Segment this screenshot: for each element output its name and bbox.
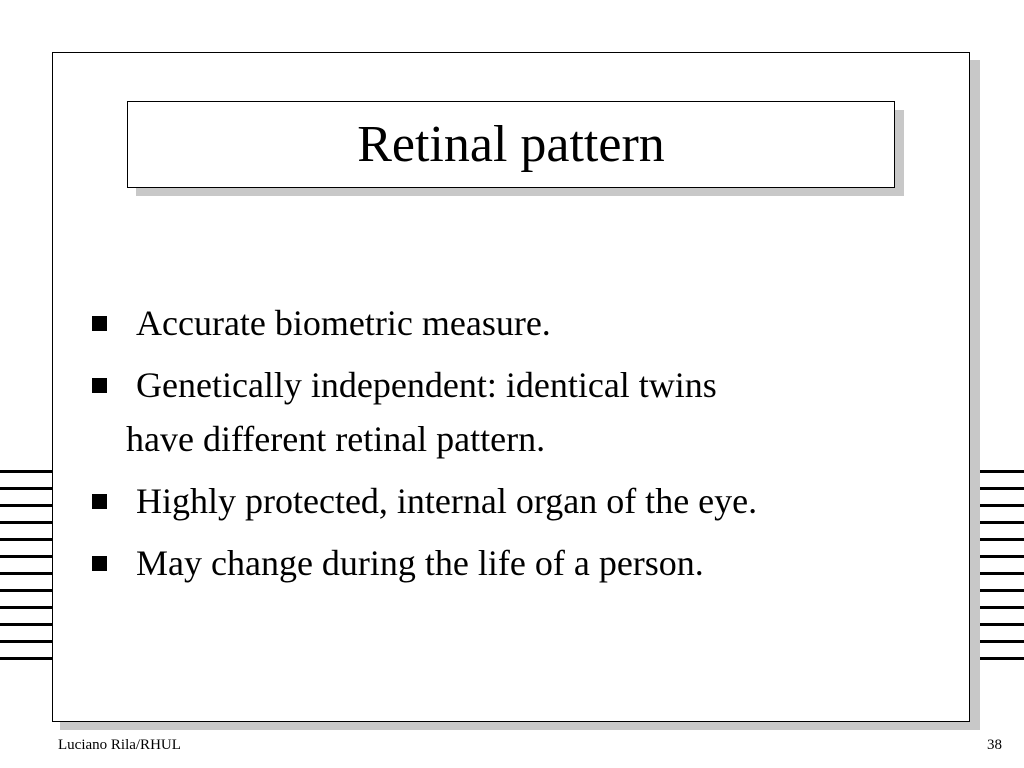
bullet-item: Genetically independent: identical twins…: [88, 358, 938, 466]
bullet-text-continuation: have different retinal pattern.: [126, 419, 546, 459]
bullet-text: Accurate biometric measure.: [136, 303, 551, 343]
bullet-text: May change during the life of a person.: [136, 543, 704, 583]
square-bullet-icon: [92, 316, 107, 331]
slide-title: Retinal pattern: [357, 115, 665, 173]
bullet-item: Accurate biometric measure.: [88, 296, 938, 350]
footer-page-number: 38: [987, 737, 1002, 753]
bullet-item: Highly protected, internal organ of the …: [88, 474, 938, 528]
decorative-stripes-right: [972, 470, 1024, 660]
bullet-list: Accurate biometric measure. Genetically …: [88, 296, 938, 598]
bullet-text: Highly protected, internal organ of the …: [136, 481, 758, 521]
bullet-item: May change during the life of a person.: [88, 536, 938, 590]
square-bullet-icon: [92, 556, 107, 571]
square-bullet-icon: [92, 378, 107, 393]
decorative-stripes-left: [0, 470, 56, 660]
square-bullet-icon: [92, 494, 107, 509]
footer-author: Luciano Rila/RHUL: [58, 737, 181, 753]
bullet-text: Genetically independent: identical twins: [136, 365, 717, 405]
title-box: Retinal pattern: [127, 101, 895, 188]
